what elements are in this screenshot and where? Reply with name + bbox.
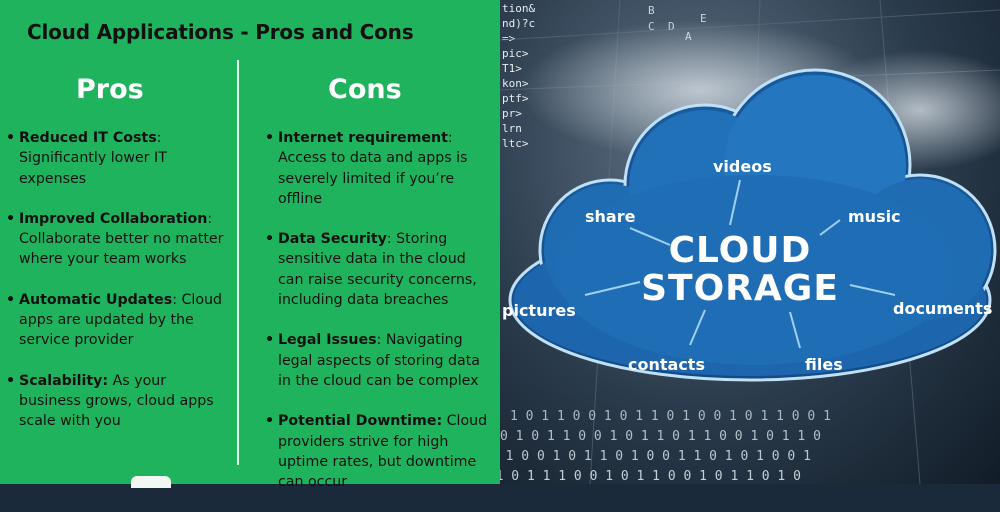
code-line: ltc> bbox=[502, 137, 529, 150]
svg-text:0 1 0 1 1 0 0 1 0 1 1 0 1 1 0: 0 1 0 1 1 0 0 1 0 1 1 0 1 1 0 0 1 0 1 1 … bbox=[500, 429, 821, 444]
cloud-labels: videos share music pictures documents co… bbox=[502, 157, 992, 374]
label-files: files bbox=[805, 355, 843, 374]
connector-lines bbox=[584, 179, 896, 349]
label-documents: documents bbox=[893, 299, 992, 318]
code-line: pic> bbox=[502, 47, 529, 60]
page-title: Cloud Applications - Pros and Cons bbox=[27, 20, 414, 44]
bottom-tab-stub bbox=[131, 476, 171, 488]
code-line: => bbox=[502, 32, 516, 45]
svg-text:B: B bbox=[648, 4, 655, 17]
cloud-title-line1: CLOUD bbox=[669, 230, 812, 271]
code-line: nd)?c bbox=[502, 17, 535, 30]
cloud-storage-image: tion& nd)?c => pic> T1> kon> ptf> pr> lr… bbox=[500, 0, 1000, 484]
cons-list: Internet requirement: Access to data and… bbox=[263, 128, 495, 512]
binary-floor: 1 0 1 1 0 0 1 0 1 1 0 1 0 0 1 0 1 1 0 0 … bbox=[500, 409, 831, 484]
label-music: music bbox=[848, 207, 901, 226]
code-line: pr> bbox=[502, 107, 522, 120]
code-line: lrn bbox=[502, 122, 522, 135]
svg-text:1 1 0 0 1 0 1 1 0 1 0 0 1 1 0: 1 1 0 0 1 0 1 1 0 1 0 0 1 1 0 1 0 1 0 0 … bbox=[500, 449, 811, 464]
svg-text:E: E bbox=[700, 12, 707, 25]
cloud-storage-illustration: tion& nd)?c => pic> T1> kon> ptf> pr> lr… bbox=[500, 0, 1000, 484]
label-share: share bbox=[585, 207, 636, 226]
pros-item: Scalability: As your business grows, clo… bbox=[4, 371, 224, 432]
pros-heading: Pros bbox=[76, 74, 144, 105]
label-videos: videos bbox=[713, 157, 772, 176]
code-line: tion& bbox=[502, 2, 535, 15]
svg-text:1 0 1 1 0 0 1 0 1 1 0 1 0 0 1: 1 0 1 1 0 0 1 0 1 1 0 1 0 0 1 0 1 1 0 0 … bbox=[510, 409, 831, 424]
cons-heading: Cons bbox=[328, 74, 402, 105]
label-pictures: pictures bbox=[502, 301, 576, 320]
svg-text:0 1 0 1 1 1 0 0 1 0 1 1 0 0 1: 0 1 0 1 1 1 0 0 1 0 1 1 0 0 1 0 1 1 0 1 … bbox=[500, 469, 801, 484]
cloud-shape bbox=[508, 68, 997, 382]
pros-list: Reduced IT Costs: Significantly lower IT… bbox=[4, 128, 224, 452]
cloud-title-line2: STORAGE bbox=[641, 268, 839, 309]
pros-item: Improved Collaboration: Collaborate bett… bbox=[4, 209, 224, 270]
column-divider bbox=[237, 60, 239, 465]
code-text-background: tion& nd)?c => pic> T1> kon> ptf> pr> lr… bbox=[502, 2, 535, 150]
cons-item: Legal Issues: Navigating legal aspects o… bbox=[263, 330, 495, 391]
pros-item: Reduced IT Costs: Significantly lower IT… bbox=[4, 128, 224, 189]
label-contacts: contacts bbox=[628, 355, 705, 374]
pros-item: Automatic Updates: Cloud apps are update… bbox=[4, 290, 224, 351]
cons-item: Potential Downtime: Cloud providers stri… bbox=[263, 411, 495, 492]
pros-cons-panel: Cloud Applications - Pros and Cons Pros … bbox=[0, 0, 500, 490]
code-line: T1> bbox=[502, 62, 522, 75]
cons-item: Internet requirement: Access to data and… bbox=[263, 128, 495, 209]
cons-item: Data Security: Storing sensitive data in… bbox=[263, 229, 495, 310]
